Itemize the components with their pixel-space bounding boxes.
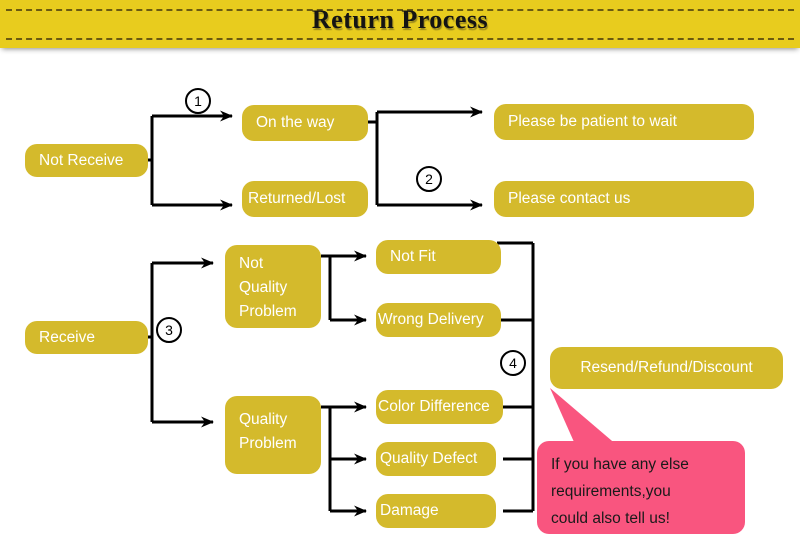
- node-not-quality-problem[interactable]: Not Quality Problem: [225, 245, 321, 328]
- step-marker-1: 1: [185, 88, 211, 114]
- page-title: Return Process: [311, 5, 489, 34]
- callout-line-3: could also tell us!: [551, 510, 670, 527]
- step-marker-3: 3: [156, 317, 182, 343]
- node-quality-defect[interactable]: Quality Defect: [376, 442, 496, 476]
- node-on-the-way[interactable]: On the way: [242, 105, 368, 141]
- node-please-be-patient[interactable]: Please be patient to wait: [494, 104, 754, 140]
- node-wrong-delivery[interactable]: Wrong Delivery: [376, 303, 501, 337]
- node-not-receive[interactable]: Not Receive: [25, 144, 148, 177]
- node-quality-problem[interactable]: Quality Problem: [225, 396, 321, 474]
- node-please-contact-us[interactable]: Please contact us: [494, 181, 754, 217]
- callout-line-2: requirements,you: [551, 483, 671, 500]
- node-color-difference[interactable]: Color Difference: [376, 390, 503, 424]
- step-marker-4: 4: [500, 350, 526, 376]
- callout-line-1: If you have any else: [551, 456, 689, 473]
- callout-bubble: If you have any else requirements,you co…: [537, 441, 745, 534]
- step-marker-2: 2: [416, 166, 442, 192]
- node-receive[interactable]: Receive: [25, 321, 148, 354]
- node-resend-refund-discount[interactable]: Resend/Refund/Discount: [550, 347, 783, 389]
- node-damage[interactable]: Damage: [376, 494, 496, 528]
- header-banner: Return Process: [0, 0, 800, 48]
- node-not-fit[interactable]: Not Fit: [376, 240, 501, 274]
- node-returned-lost[interactable]: Returned/Lost: [242, 181, 368, 217]
